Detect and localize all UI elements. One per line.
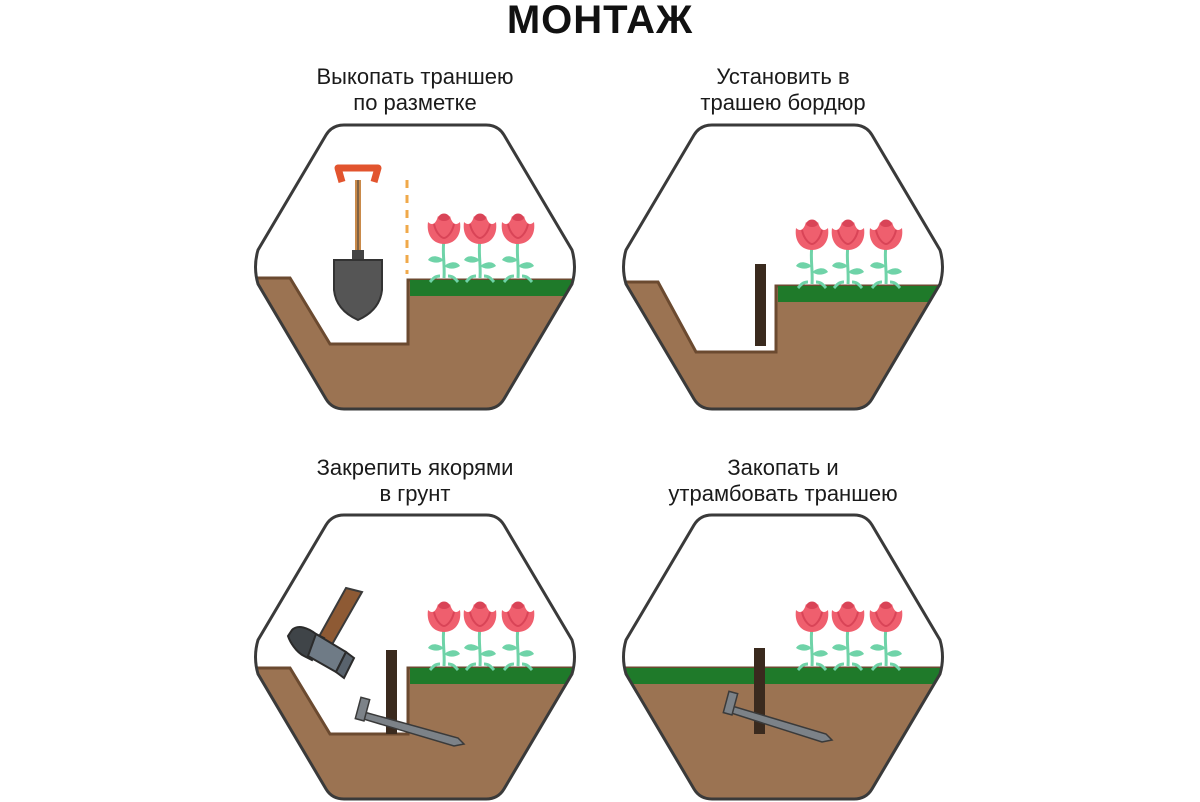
step-4-caption: Закопать и утрамбовать траншею	[593, 455, 973, 507]
step-1-panel	[254, 123, 576, 411]
shovel-icon	[333, 164, 383, 322]
step-2-line-2: трашею бордюр	[700, 90, 866, 115]
grass	[410, 280, 575, 296]
step-1-caption: Выкопать траншею по разметке	[225, 64, 605, 116]
step-4-panel	[622, 513, 944, 801]
soil	[623, 666, 943, 799]
step-3-line-1: Закрепить якорями	[316, 455, 514, 480]
anchor-icon	[722, 690, 834, 743]
step-3-panel	[254, 513, 576, 801]
step-3-caption: Закрепить якорями в грунт	[225, 455, 605, 507]
soil	[623, 280, 943, 409]
border-tape-icon	[386, 650, 397, 734]
step-2-caption: Установить в трашею бордюр	[593, 64, 973, 116]
step-3-line-2: в грунт	[379, 481, 451, 506]
page-title: МОНТАЖ	[506, 0, 694, 42]
step-2-panel	[622, 123, 944, 411]
hammer-icon	[286, 586, 364, 680]
grass	[778, 286, 943, 302]
border-tape-icon	[755, 264, 766, 346]
border-tape-icon	[754, 648, 765, 734]
anchor-icon	[354, 696, 466, 747]
step-4-line-2: утрамбовать траншею	[668, 481, 898, 506]
step-1-line-2: по разметке	[353, 90, 477, 115]
step-1-line-1: Выкопать траншею	[316, 64, 514, 89]
grass	[623, 668, 943, 684]
step-4-line-1: Закопать и	[727, 455, 839, 480]
grass	[410, 668, 575, 684]
soil	[255, 276, 575, 409]
step-2-line-1: Установить в	[716, 64, 850, 89]
